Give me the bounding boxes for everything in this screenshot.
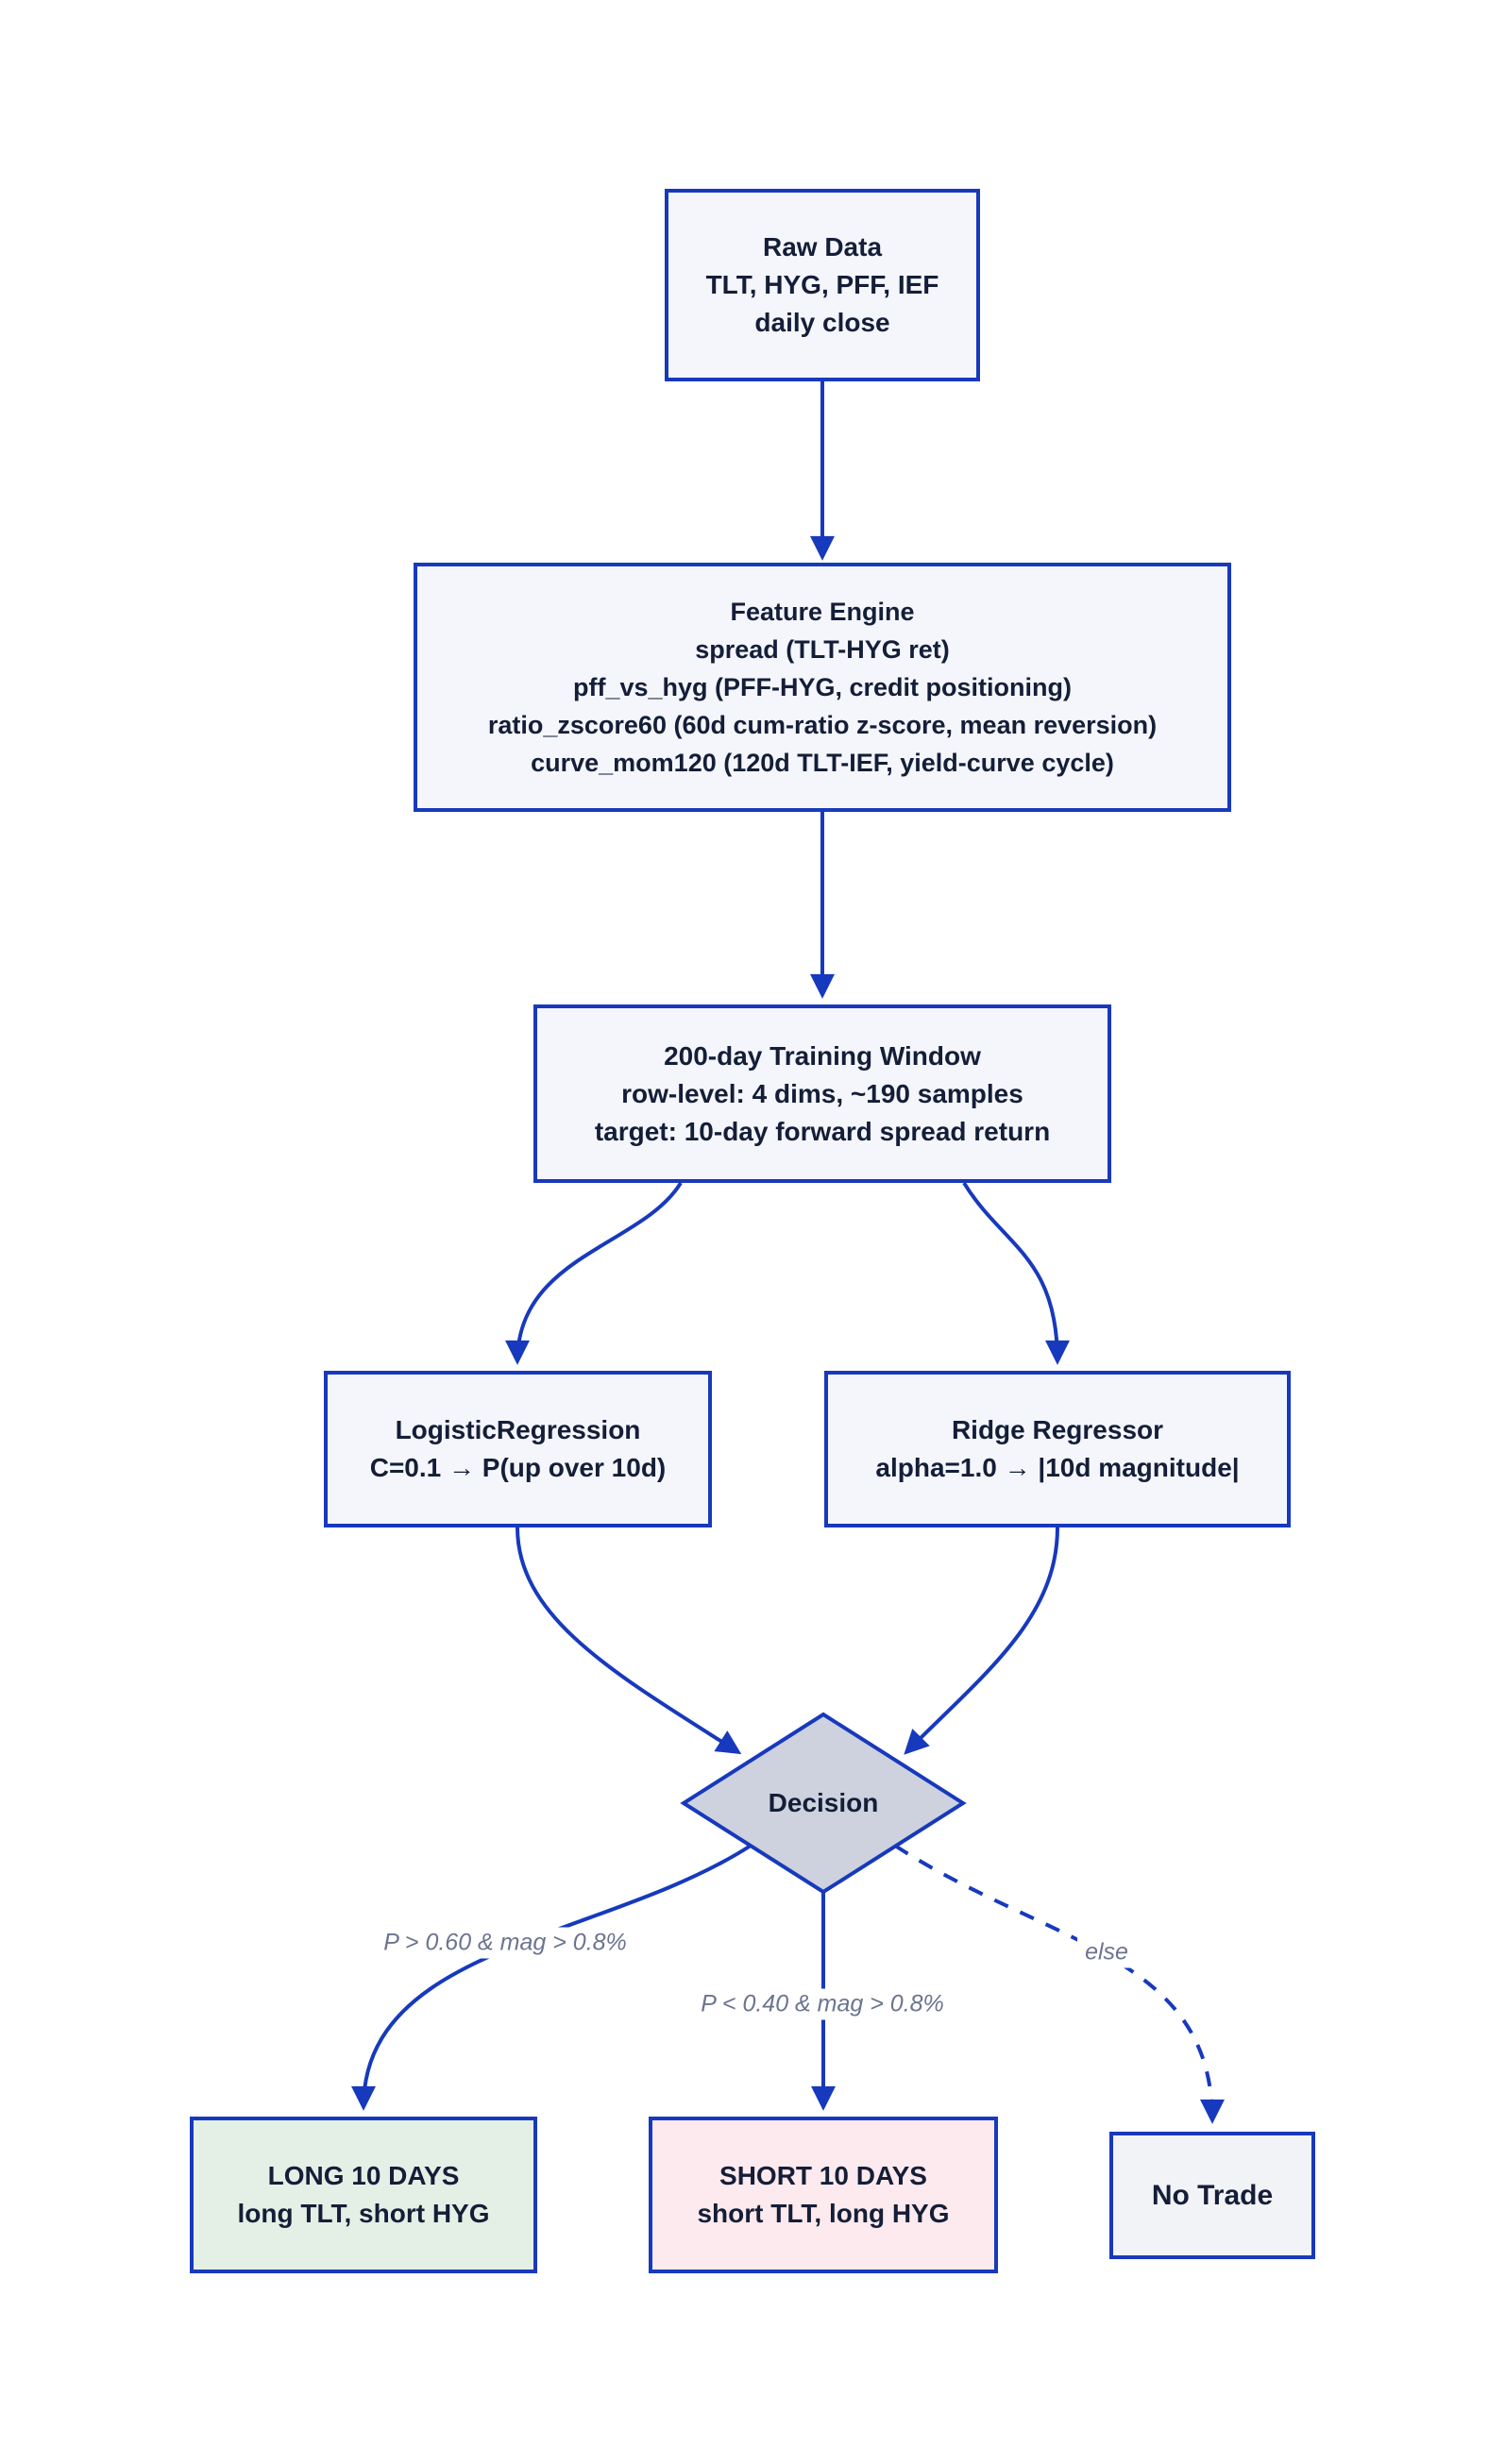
edge-trainingwindow-to-ridge bbox=[962, 1181, 1070, 1365]
node-text-line: Ridge Regressor bbox=[951, 1415, 1164, 1444]
edge-decision-to-notrade bbox=[893, 1844, 1225, 2124]
node-text-line: alpha=1.0 → |10d magnitude| bbox=[875, 1453, 1240, 1482]
node-text-line: LONG 10 DAYS bbox=[267, 2161, 460, 2190]
edge-logistic-to-decision bbox=[516, 1527, 742, 1755]
node-short-outcome: SHORT 10 DAYS short TLT, long HYG bbox=[649, 2117, 998, 2273]
node-feature-engine: Feature Engine spread (TLT-HYG ret) pff_vs… bbox=[414, 563, 1231, 812]
node-text-line: LogisticRegression bbox=[395, 1415, 641, 1444]
node-text-line: Raw Data bbox=[762, 232, 883, 262]
node-long-outcome: LONG 10 DAYS long TLT, short HYG bbox=[190, 2117, 537, 2273]
node-text-line: 200-day Training Window bbox=[664, 1040, 981, 1071]
node-text-line: curve_mom120 (120d TLT-IEF, yield-curve … bbox=[531, 749, 1114, 777]
edge-label-long-condition: P > 0.60 & mag > 0.8% bbox=[376, 1927, 634, 1959]
node-ridge-regressor: Ridge Regressor alpha=1.0 → |10d magnitud… bbox=[824, 1371, 1291, 1527]
edge-label-else-condition: else bbox=[1077, 1936, 1136, 1968]
node-text-line: spread (TLT-HYG ret) bbox=[695, 635, 950, 664]
node-text-line: target: 10-day forward spread return bbox=[594, 1116, 1051, 1146]
node-text-line: Feature Engine bbox=[730, 598, 915, 626]
node-text-line: ratio_zscore60 (60d cum-ratio z-score, m… bbox=[487, 711, 1158, 739]
edge-decision-to-long bbox=[351, 1844, 752, 2111]
edge-ridge-to-decision bbox=[904, 1527, 1059, 1755]
node-text-line: pff_vs_hyg (PFF-HYG, credit positioning) bbox=[572, 673, 1073, 701]
node-text-line: daily close bbox=[754, 308, 890, 337]
node-text-line: C=0.1 → P(up over 10d) bbox=[369, 1453, 667, 1482]
decision-diamond-shape bbox=[680, 1712, 967, 1895]
node-text-line: SHORT 10 DAYS bbox=[719, 2161, 927, 2190]
node-text-line: TLT, HYG, PFF, IEF bbox=[705, 270, 939, 299]
edge-trainingwindow-to-logistic bbox=[505, 1181, 683, 1365]
node-training-window: 200-day Training Window row-level: 4 dims… bbox=[533, 1004, 1111, 1183]
node-no-trade: No Trade bbox=[1109, 2132, 1315, 2259]
node-decision-label: Decision bbox=[768, 1788, 879, 1817]
edge-label-short-condition: P < 0.40 & mag > 0.8% bbox=[693, 1988, 952, 2020]
node-text-line: row-level: 4 dims, ~190 samples bbox=[621, 1078, 1023, 1108]
node-text-line: long TLT, short HYG bbox=[237, 2199, 490, 2228]
no-trade-label: No Trade bbox=[1151, 2179, 1274, 2211]
node-text-line: short TLT, long HYG bbox=[697, 2199, 950, 2228]
